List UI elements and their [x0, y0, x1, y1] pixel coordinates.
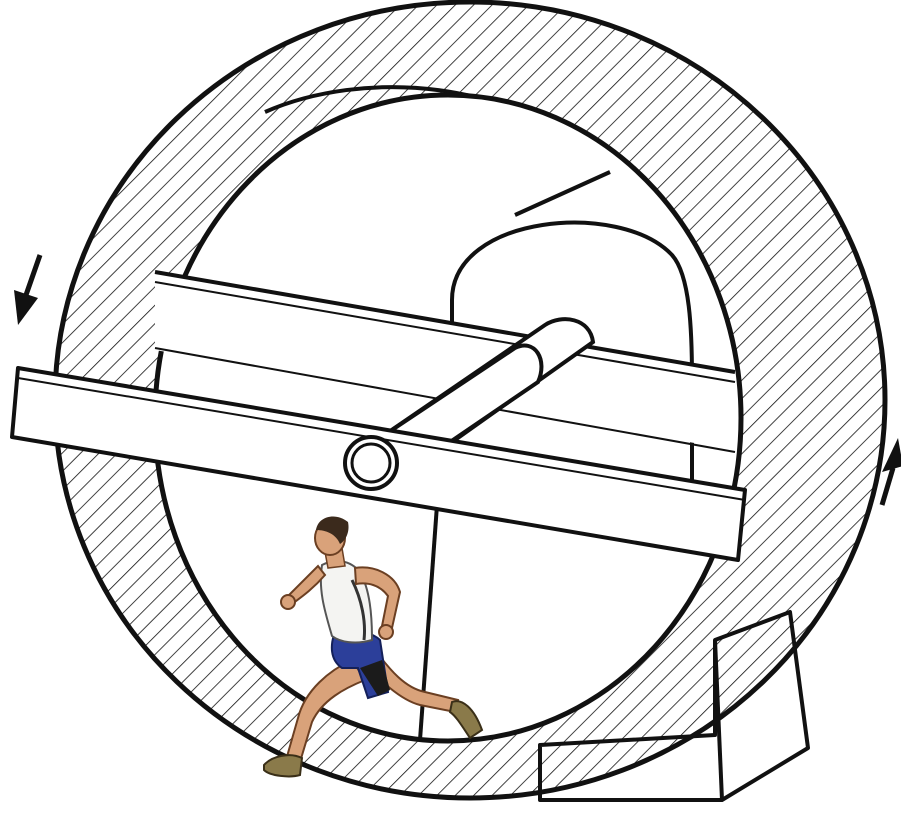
rotation-arrow-right-icon — [882, 438, 901, 505]
runner-back-shoe — [264, 755, 302, 776]
rotation-arrow-left-icon — [14, 255, 40, 325]
axle-hub — [345, 437, 397, 489]
